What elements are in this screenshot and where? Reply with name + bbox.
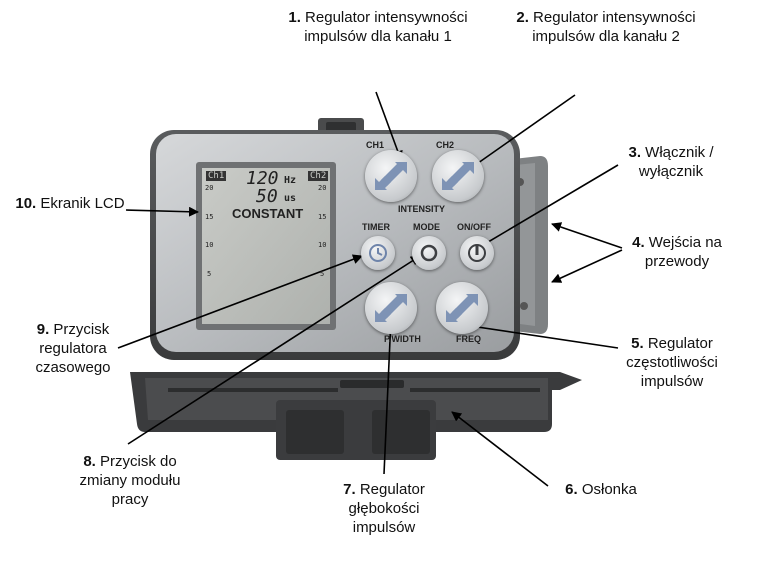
- callout-1: 1. Regulator intensywności impulsów dla …: [280, 8, 476, 46]
- lcd-width-value: 50: [256, 186, 278, 207]
- ch2-intensity-button[interactable]: [432, 150, 484, 202]
- lcd-scale-right-3: 5: [320, 270, 325, 278]
- lcd-scale-right-1: 15: [318, 213, 327, 221]
- leader-lines: [117, 91, 623, 487]
- callout-10: 10. Ekranik LCD: [14, 194, 126, 213]
- callout-8-text: Przycisk do zmiany modułu pracy: [79, 453, 181, 508]
- callout-3-number: 3.: [628, 144, 641, 161]
- callout-5: 5. Regulator częstotliwości impulsów: [612, 334, 732, 391]
- circle-icon: [420, 244, 438, 262]
- callout-4-text: Wejścia na przewody: [644, 234, 722, 270]
- callout-2-text: Regulator intensywności impulsów dla kan…: [532, 9, 696, 45]
- lcd-frequency-value: 120: [246, 168, 279, 189]
- ch1-label: CH1: [366, 140, 385, 150]
- lcd-screen: [196, 162, 336, 330]
- mode-button[interactable]: [412, 236, 446, 270]
- pwidth-label: P.WIDTH: [384, 334, 421, 344]
- leader-10: [125, 206, 199, 217]
- callout-8: 8. Przycisk do zmiany modułu pracy: [62, 452, 198, 509]
- callout-9-number: 9.: [36, 321, 50, 338]
- leader-8: [127, 255, 421, 445]
- callout-6-text: Osłonka: [581, 481, 637, 498]
- lcd-width-unit: us: [284, 193, 297, 204]
- up-down-arrows-icon: [375, 162, 407, 190]
- callout-10-number: 10.: [15, 195, 37, 212]
- leader-4a: [551, 222, 623, 249]
- callout-7: 7. Regulator głębokości impulsów: [326, 480, 442, 537]
- callout-1-text: Regulator intensywności impulsów dla kan…: [304, 9, 468, 45]
- intensity-label: INTENSITY: [398, 204, 446, 214]
- clock-icon: [369, 244, 387, 262]
- callout-7-text: Regulator głębokości impulsów: [348, 481, 425, 536]
- ch2-label: CH2: [436, 140, 455, 150]
- lcd-ch2-tag: Ch2: [308, 171, 329, 181]
- lcd-scale-right-0: 20: [318, 184, 327, 192]
- lcd-scale-left-0: 20: [205, 184, 214, 192]
- callout-4: 4. Wejścia na przewody: [622, 233, 732, 271]
- pulse-width-button[interactable]: [365, 282, 417, 334]
- lcd-scale-left-2: 10: [205, 241, 214, 249]
- lcd-scale-left-3: 5: [207, 270, 212, 278]
- on-off-button[interactable]: [460, 236, 494, 270]
- leader-2: [470, 94, 576, 169]
- callout-3: 3. Włącznik / wyłącznik: [616, 143, 726, 181]
- onoff-label: ON/OFF: [457, 222, 491, 232]
- callout-7-number: 7.: [343, 481, 356, 498]
- lcd-mode-text: CONSTANT: [232, 206, 304, 221]
- up-down-arrows-icon: [375, 294, 407, 322]
- leader-4b: [551, 249, 623, 283]
- freq-label: FREQ: [456, 334, 482, 344]
- callout-9: 9. Przycisk regulatora czasowego: [14, 320, 132, 377]
- callout-6: 6. Osłonka: [546, 480, 656, 499]
- timer-button[interactable]: [361, 236, 395, 270]
- ch1-intensity-button[interactable]: [365, 150, 417, 202]
- callout-10-text: Ekranik LCD: [40, 195, 125, 212]
- callout-2-number: 2.: [516, 9, 529, 26]
- mode-label: MODE: [413, 222, 440, 232]
- callout-4-number: 4.: [632, 234, 645, 251]
- cover: [130, 372, 582, 460]
- leader-9: [117, 254, 363, 349]
- callout-1-number: 1.: [288, 9, 301, 26]
- callout-5-number: 5.: [631, 335, 644, 352]
- leader-3: [477, 164, 619, 249]
- lcd-scale-left-1: 15: [205, 213, 214, 221]
- lcd-frequency-unit: Hz: [284, 175, 297, 186]
- callout-2: 2. Regulator intensywności impulsów dla …: [506, 8, 706, 46]
- leader-1: [375, 91, 403, 161]
- up-down-arrows-icon: [446, 294, 478, 322]
- up-down-arrows-icon: [442, 162, 474, 190]
- leader-6: [451, 411, 549, 487]
- leader-7: [383, 317, 396, 475]
- callout-5-text: Regulator częstotliwości impulsów: [626, 335, 718, 390]
- callout-3-text: Włącznik / wyłącznik: [638, 144, 714, 180]
- timer-label: TIMER: [362, 222, 390, 232]
- frequency-button[interactable]: [436, 282, 488, 334]
- lcd-scale-right-2: 10: [318, 241, 327, 249]
- lcd-ch1-tag: Ch1: [206, 171, 227, 181]
- power-icon: [468, 244, 486, 262]
- leader-5: [463, 321, 619, 349]
- callout-9-text: Przycisk regulatora czasowego: [35, 321, 111, 376]
- callout-6-number: 6.: [565, 481, 578, 498]
- callout-8-number: 8.: [83, 453, 96, 470]
